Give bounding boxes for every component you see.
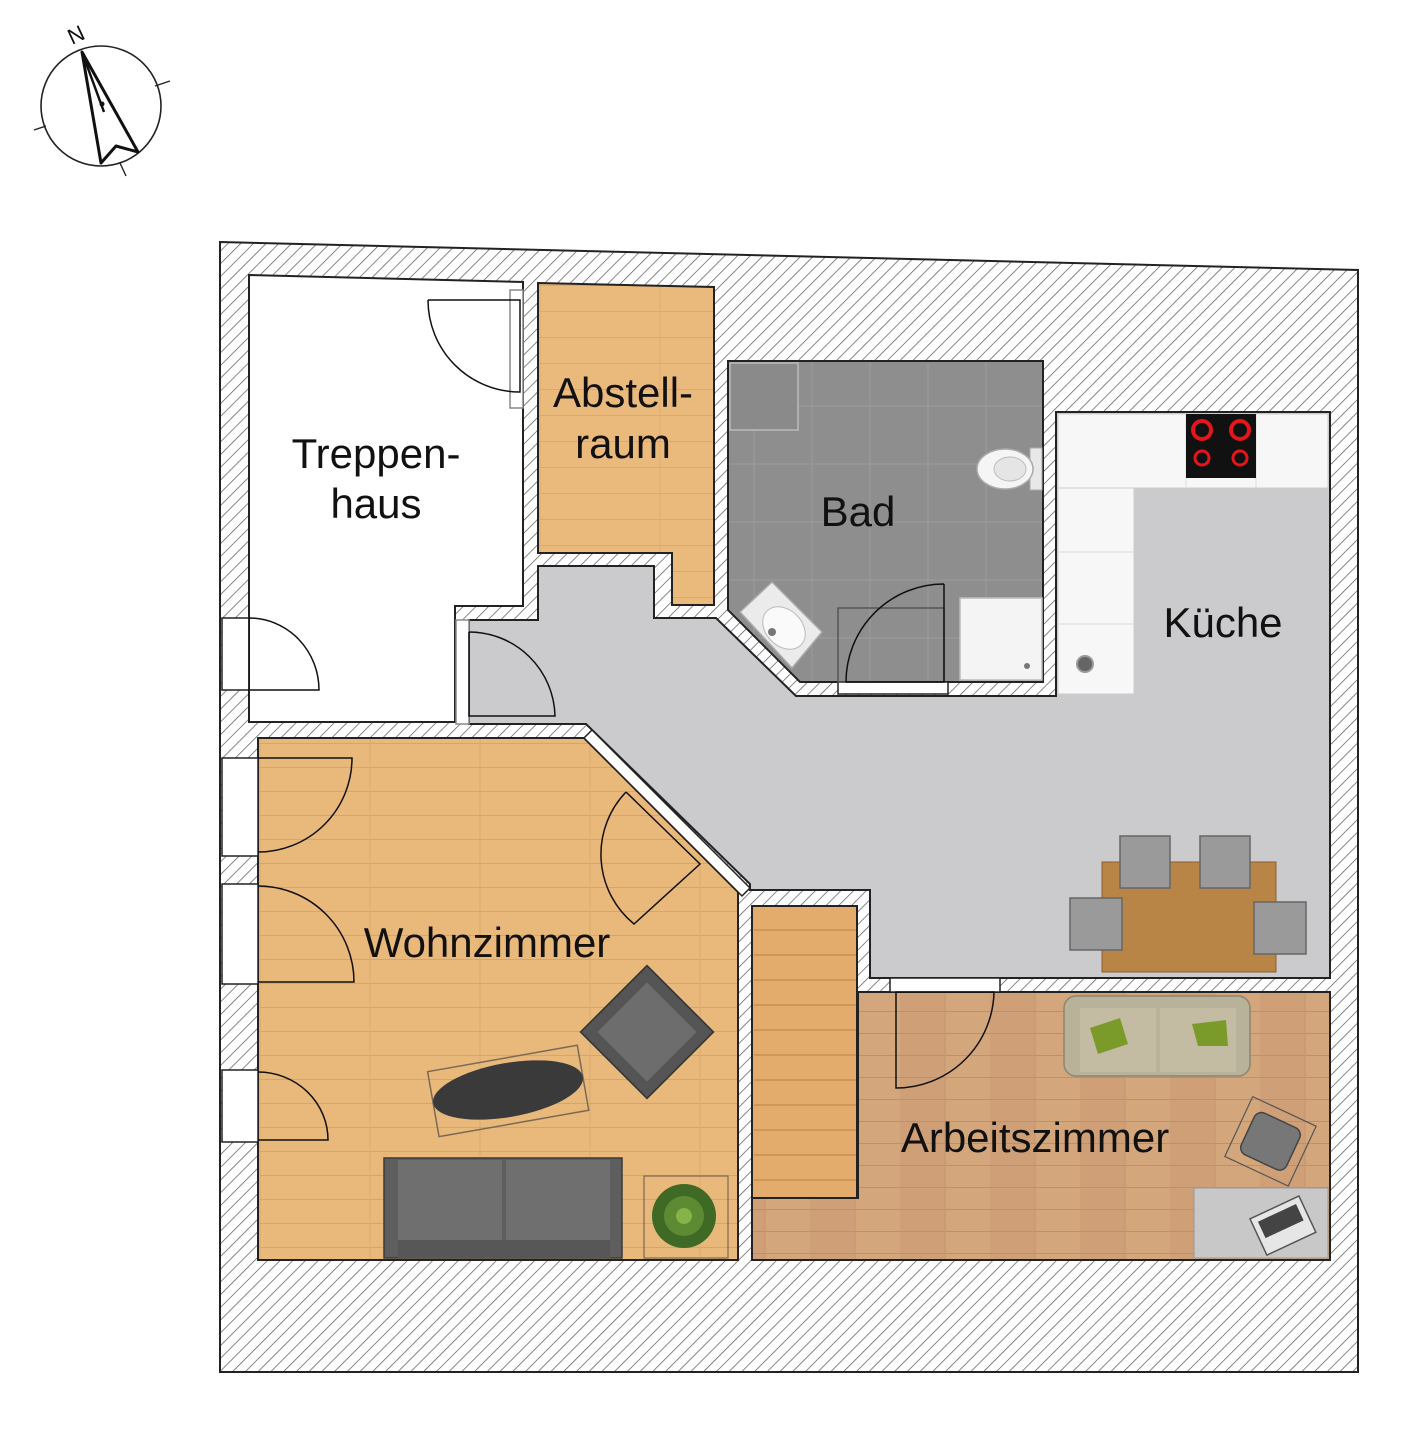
office-chair-icon bbox=[1224, 1095, 1317, 1187]
label-wohnzimmer: Wohnzimmer bbox=[364, 919, 611, 966]
dining-table bbox=[1069, 835, 1307, 973]
cushion-icon bbox=[1192, 1020, 1228, 1046]
chair bbox=[1253, 901, 1307, 955]
bad-cabinet bbox=[729, 362, 799, 431]
stairs bbox=[751, 905, 858, 1199]
compass-needle-icon bbox=[80, 50, 140, 165]
room-wohnzimmer bbox=[257, 737, 739, 1261]
label-abstellraum-1: Abstell- bbox=[553, 369, 693, 416]
door-wohnzimmer-2 bbox=[257, 885, 355, 983]
plant-icon bbox=[643, 1175, 729, 1259]
label-arbeitszimmer: Arbeitszimmer bbox=[901, 1114, 1169, 1161]
door-wohnzimmer-diagonal bbox=[600, 791, 702, 925]
sofa-icon bbox=[383, 1157, 623, 1259]
door-bad bbox=[845, 583, 945, 683]
door-treppenhaus-top bbox=[427, 299, 521, 393]
chair bbox=[1069, 897, 1123, 951]
coffee-table bbox=[426, 1044, 590, 1138]
door-wohnzimmer-3 bbox=[257, 1071, 329, 1141]
shower-tray bbox=[959, 597, 1043, 681]
chair bbox=[1119, 835, 1171, 889]
toilet-icon bbox=[976, 447, 1043, 491]
room-treppenhaus bbox=[248, 273, 524, 723]
door-arbeitszimmer bbox=[895, 991, 995, 1089]
label-treppenhaus-2: haus bbox=[330, 480, 421, 527]
cushion-icon bbox=[1090, 1018, 1128, 1054]
hob-icon bbox=[1186, 414, 1256, 478]
label-treppenhaus-1: Treppen- bbox=[292, 430, 461, 477]
compass-north-label: N bbox=[64, 20, 89, 49]
door-swings bbox=[221, 289, 1001, 1143]
door-treppenhaus-left bbox=[248, 617, 320, 691]
desk bbox=[1193, 1187, 1329, 1259]
sofa-beige-icon bbox=[1063, 995, 1251, 1077]
room-abstellraum bbox=[537, 281, 715, 606]
chair bbox=[1199, 835, 1251, 889]
laptop-icon bbox=[1248, 1195, 1317, 1257]
compass: N bbox=[33, 20, 171, 177]
kitchen-tap-icon bbox=[1076, 655, 1094, 673]
door-hallway bbox=[468, 631, 556, 717]
sink-icon bbox=[738, 580, 824, 670]
label-bad: Bad bbox=[821, 488, 896, 535]
door-wohnzimmer-1 bbox=[257, 757, 353, 853]
label-abstellraum-2: raum bbox=[575, 420, 671, 467]
label-kueche: Küche bbox=[1163, 599, 1282, 646]
armchair-icon bbox=[579, 964, 715, 1100]
